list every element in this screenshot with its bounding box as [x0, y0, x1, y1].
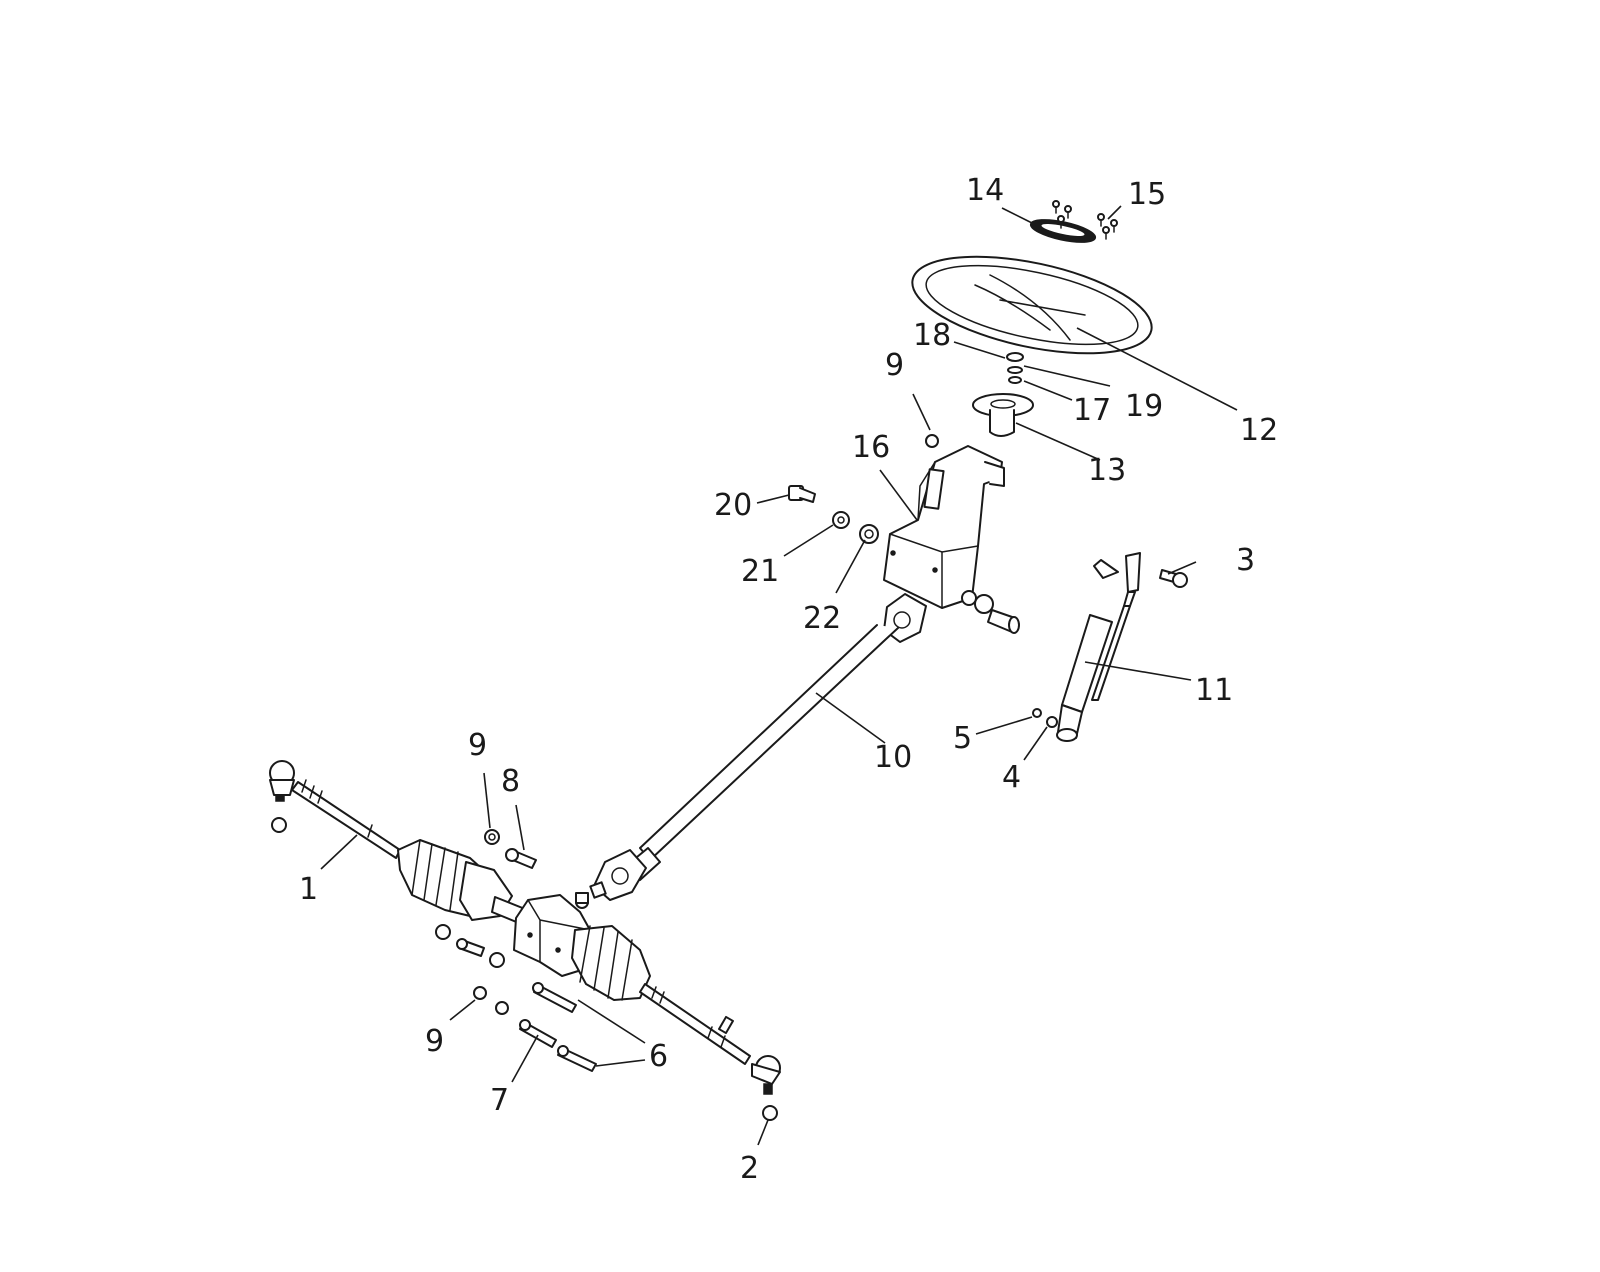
steering-hub	[972, 393, 1034, 437]
callout-12: 12	[1240, 413, 1278, 448]
callout-labels: 14 15 18 9 17 19 12 16 13 20 21 3 22 11 …	[299, 173, 1278, 1186]
callout-8: 8	[501, 764, 520, 799]
wheel-washers	[1006, 352, 1024, 384]
callout-22: 22	[803, 601, 841, 636]
intermediate-shaft	[589, 593, 927, 901]
nut	[925, 434, 939, 448]
leader-lines	[320, 205, 1238, 1146]
callout-13: 13	[1088, 453, 1126, 488]
callout-16: 16	[852, 430, 890, 465]
steering-wheel	[911, 255, 1153, 355]
washer-4	[1046, 716, 1058, 728]
callout-9-mid: 9	[468, 728, 487, 763]
callout-14: 14	[966, 173, 1004, 208]
steering-rack	[269, 760, 781, 1121]
callout-6: 6	[649, 1039, 668, 1074]
bolt-20	[788, 485, 816, 503]
callout-15: 15	[1128, 177, 1166, 212]
nut-22	[859, 524, 879, 544]
column-bolt	[961, 590, 1020, 634]
callout-3: 3	[1236, 543, 1255, 578]
callout-17: 17	[1073, 393, 1111, 428]
callout-21: 21	[741, 554, 779, 589]
wheel-cover-plate	[1029, 219, 1097, 243]
bolt-5	[1032, 708, 1042, 718]
callout-1: 1	[299, 872, 318, 907]
callout-4: 4	[1002, 760, 1021, 795]
nut-21	[832, 511, 850, 529]
callout-ten: 10	[874, 740, 912, 775]
callout-20: 20	[714, 488, 752, 523]
callout-5: 5	[953, 721, 972, 756]
rack-hardware	[435, 829, 597, 1072]
steering-damper	[1056, 552, 1141, 742]
callout-18: 18	[913, 318, 951, 353]
callout-7: 7	[490, 1083, 509, 1118]
callout-9-top: 9	[885, 348, 904, 383]
wheel-screws	[1052, 200, 1118, 240]
steering-column-bracket	[883, 445, 1005, 609]
callout-19: 19	[1125, 389, 1163, 424]
callout-nine-low: 9	[425, 1024, 444, 1059]
callout-11: 11	[1195, 673, 1233, 708]
callout-2: 2	[740, 1151, 759, 1186]
damper-bolt-3	[1159, 569, 1188, 588]
